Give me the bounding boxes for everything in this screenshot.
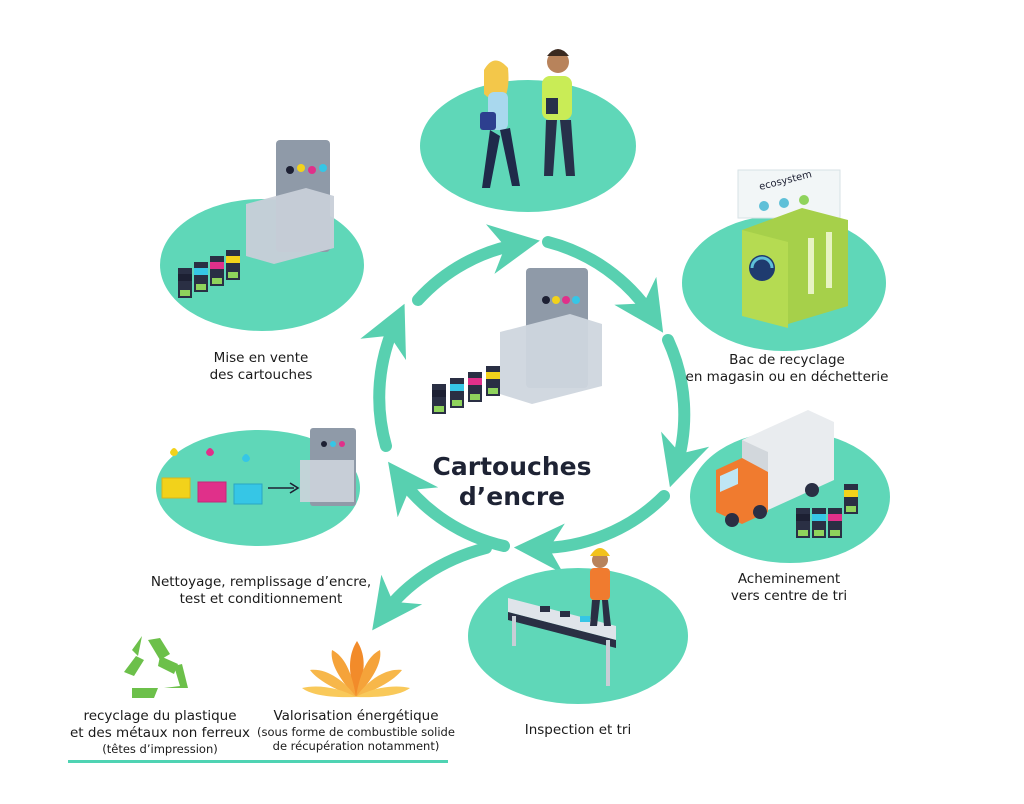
label-transport-line-2: vers centre de tri: [730, 588, 848, 604]
label-cleaning-line-1: Nettoyage, remplissage d’encre,: [150, 574, 372, 590]
label-plastic-line-3: (têtes d’impression): [102, 742, 218, 756]
label-inspection: Inspection et tri: [478, 722, 678, 739]
label-sale: Mise en vente des cartouches: [156, 350, 366, 384]
label-energy-line-3: de récupération notamment): [272, 739, 440, 753]
arrow-to-bin: [542, 236, 664, 333]
center-title: Cartouches d’encre: [412, 452, 612, 512]
arrow-to-top: [412, 224, 540, 306]
label-transport-line-1: Acheminement: [737, 571, 841, 587]
arrow-to-sale: [360, 303, 407, 452]
sale-illustration: [160, 140, 364, 331]
consumers-illustration: [420, 49, 636, 212]
label-sale-line-1: Mise en vente: [213, 350, 309, 366]
label-sale-line-2: des cartouches: [209, 367, 313, 383]
arrow-to-waste: [372, 542, 492, 631]
label-plastic-line-2: et des métaux non ferreux: [69, 725, 251, 741]
label-plastic-recycling: recyclage du plastique et des métaux non…: [62, 708, 258, 756]
label-cleaning-line-2: test et conditionnement: [179, 591, 343, 607]
cleaning-illustration: [156, 428, 360, 546]
center-title-line-2: d’encre: [458, 482, 566, 511]
arrow-to-cleaning: [388, 461, 510, 552]
label-energy-line-1: Valorisation énergétique: [273, 708, 439, 724]
label-transport: Acheminement vers centre de tri: [684, 571, 894, 605]
label-store-bin-line-1: Bac de recyclage: [729, 352, 845, 368]
center-cartridges-illustration: [432, 268, 602, 414]
label-energy-line-2: (sous forme de combustible solide: [257, 725, 455, 739]
label-cleaning: Nettoyage, remplissage d’encre, test et …: [130, 574, 392, 608]
label-store-bin-line-2: en magasin ou en déchetterie: [685, 369, 889, 385]
label-inspection-line-1: Inspection et tri: [524, 722, 632, 738]
cycle-arrows: [360, 224, 710, 631]
truck-illustration: [690, 410, 890, 563]
recycling-bin-illustration: ecosystem: [682, 169, 886, 351]
recycle-icon: [124, 636, 188, 698]
inspection-illustration: [468, 548, 688, 704]
arrow-to-inspection: [513, 490, 670, 574]
outcomes-underline: [68, 760, 448, 763]
center-title-line-1: Cartouches: [432, 452, 592, 481]
label-plastic-line-1: recyclage du plastique: [83, 708, 237, 724]
label-store-bin: Bac de recyclage en magasin ou en déchet…: [672, 352, 902, 386]
energy-recovery-icon: [302, 641, 410, 698]
label-energy-recovery: Valorisation énergétique (sous forme de …: [246, 708, 466, 753]
arrow-to-truck: [661, 334, 710, 488]
